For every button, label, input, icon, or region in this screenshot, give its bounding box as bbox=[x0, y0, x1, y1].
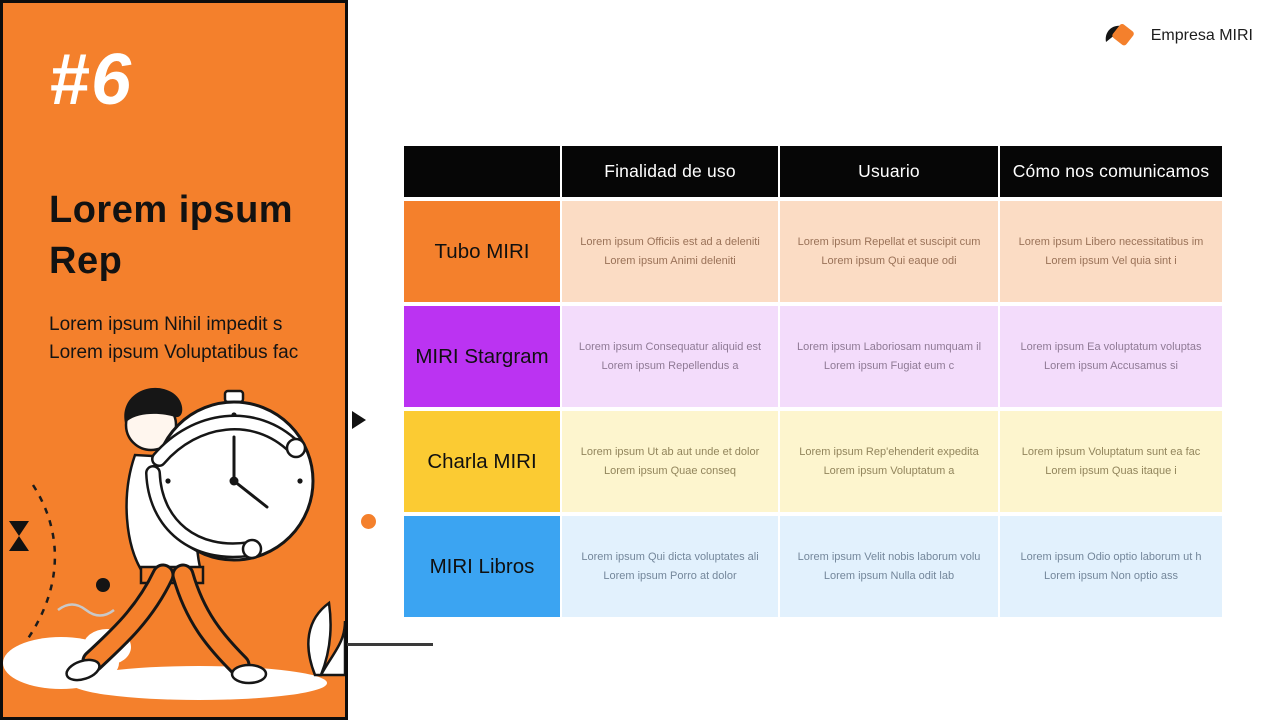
cell-line: Lorem ipsum Consequatur aliquid est bbox=[578, 340, 762, 353]
arrow-icon bbox=[352, 411, 366, 429]
cell-line: Lorem ipsum Vel quia sint i bbox=[1045, 254, 1177, 267]
row-label-charla-miri: Charla MIRI bbox=[404, 411, 560, 512]
cell-line: Lorem ipsum Qui dicta voluptates ali bbox=[581, 550, 759, 563]
subtitle-line: Lorem ipsum Nihil impedit s bbox=[49, 314, 283, 335]
cell-line: Lorem ipsum Accusamus si bbox=[1044, 359, 1178, 372]
header-cell-comunicamos: Cómo nos comunicamos bbox=[1000, 146, 1222, 197]
table-cell: Lorem ipsum Consequatur aliquid est Lore… bbox=[562, 306, 778, 407]
table-cell: Lorem ipsum Voluptatum sunt ea fac Lorem… bbox=[1000, 411, 1222, 512]
cell-line: Lorem ipsum Porro at dolor bbox=[603, 569, 737, 582]
cell-line: Lorem ipsum Officiis est ad a deleniti bbox=[580, 235, 760, 248]
table-cell: Lorem ipsum Ut ab aut unde et dolor Lore… bbox=[562, 411, 778, 512]
cell-line: Lorem ipsum Qui eaque odi bbox=[821, 254, 957, 267]
cell-line: Lorem ipsum Quas itaque i bbox=[1045, 464, 1177, 477]
slide-subtitle: Lorem ipsum Nihil impedit s Lorem ipsum … bbox=[49, 311, 319, 367]
brand-logo-icon bbox=[1105, 23, 1134, 46]
table-cell: Lorem ipsum Laboriosam numquam il Lorem … bbox=[780, 306, 998, 407]
cell-line: Lorem ipsum Laboriosam numquam il bbox=[796, 340, 982, 353]
table-cell: Lorem ipsum Velit nobis laborum volu Lor… bbox=[780, 516, 998, 617]
cell-line: Lorem ipsum Velit nobis laborum volu bbox=[797, 550, 981, 563]
table-cell: Lorem ipsum Odio optio laborum ut h Lore… bbox=[1000, 516, 1222, 617]
table-cell: Lorem ipsum Officiis est ad a deleniti L… bbox=[562, 201, 778, 302]
header-cell-usuario: Usuario bbox=[780, 146, 998, 197]
cell-line: Lorem ipsum Repellat et suscipit cum bbox=[797, 235, 981, 248]
table-cell: Lorem ipsum Ea voluptatum voluptas Lorem… bbox=[1000, 306, 1222, 407]
row-label-miri-libros: MIRI Libros bbox=[404, 516, 560, 617]
cell-line: Lorem ipsum Ut ab aut unde et dolor bbox=[580, 445, 760, 458]
cell-line: Lorem ipsum Non optio ass bbox=[1044, 569, 1178, 582]
table-cell: Lorem ipsum Rep'ehenderit expedita Lorem… bbox=[780, 411, 998, 512]
table-cell: Lorem ipsum Qui dicta voluptates ali Lor… bbox=[562, 516, 778, 617]
cell-line: Lorem ipsum Animi deleniti bbox=[604, 254, 736, 267]
cell-line: Lorem ipsum Quae conseq bbox=[603, 464, 737, 477]
table-cell: Lorem ipsum Libero necessitatibus im Lor… bbox=[1000, 201, 1222, 302]
hourglass-icon bbox=[9, 521, 29, 551]
cell-line: Lorem ipsum Fugiat eum c bbox=[823, 359, 955, 372]
brand-name: Empresa MIRI bbox=[1150, 27, 1253, 44]
cell-line: Lorem ipsum Libero necessitatibus im bbox=[1018, 235, 1204, 248]
table-cell: Lorem ipsum Repellat et suscipit cum Lor… bbox=[780, 201, 998, 302]
person-clock-illustration bbox=[3, 387, 345, 700]
row-label-miri-stargram: MIRI Stargram bbox=[404, 306, 560, 407]
cell-line: Lorem ipsum Nulla odit lab bbox=[823, 569, 955, 582]
cell-line: Lorem ipsum Voluptatum a bbox=[823, 464, 955, 477]
line-decoration bbox=[347, 643, 433, 646]
header-cell-empty bbox=[404, 146, 560, 197]
slide-title: Lorem ipsum Rep bbox=[49, 189, 294, 282]
subtitle-line: Lorem ipsum Voluptatibus fac bbox=[49, 342, 299, 363]
header-cell-finalidad: Finalidad de uso bbox=[562, 146, 778, 197]
row-label-tubo-miri: Tubo MIRI bbox=[404, 201, 560, 302]
cell-line: Lorem ipsum Odio optio laborum ut h bbox=[1020, 550, 1202, 563]
dot-decoration bbox=[361, 514, 376, 529]
cell-line: Lorem ipsum Repellendus a bbox=[601, 359, 739, 372]
sidebar-panel: #6 Lorem ipsum Rep Lorem ipsum Nihil imp… bbox=[0, 0, 348, 720]
cell-line: Lorem ipsum Ea voluptatum voluptas bbox=[1020, 340, 1202, 353]
cell-line: Lorem ipsum Voluptatum sunt ea fac bbox=[1021, 445, 1201, 458]
cell-line: Lorem ipsum Rep'ehenderit expedita bbox=[799, 445, 979, 458]
brand-logo: Empresa MIRI bbox=[1102, 20, 1253, 52]
slide-number: #6 bbox=[49, 40, 134, 120]
comparison-table: Finalidad de uso Usuario Cómo nos comuni… bbox=[404, 146, 1222, 617]
